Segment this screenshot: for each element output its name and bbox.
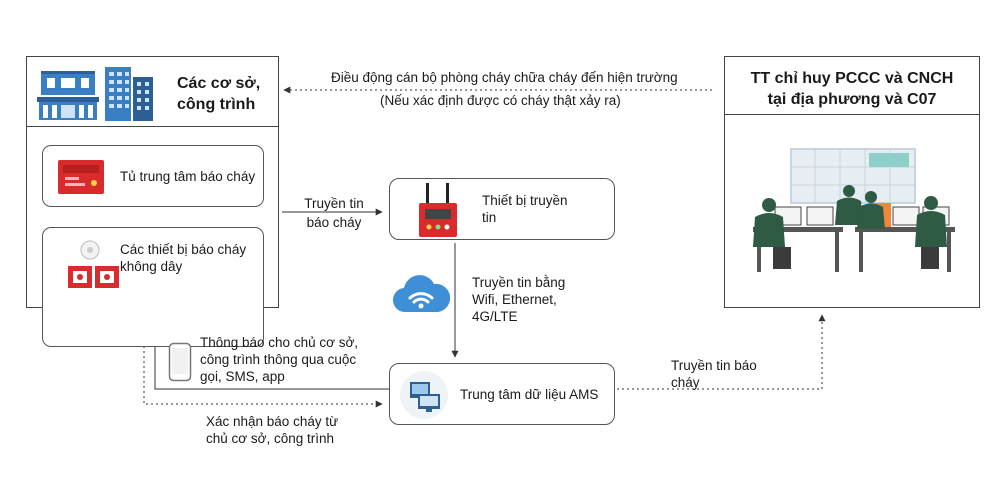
network-line1: Truyền tin bằng xyxy=(472,275,566,290)
command-center-box: TT chỉ huy PCCC và CNCH tại địa phương v… xyxy=(724,56,980,308)
transmitter-box: Thiết bị truyền tin xyxy=(389,178,615,240)
network-line2: Wifi, Ethernet, xyxy=(472,292,557,307)
facilities-title: Các cơ sở, công trình xyxy=(177,73,260,115)
fire-panel-box: Tủ trung tâm báo cháy xyxy=(42,145,264,207)
wireless-label-line2: không dây xyxy=(120,259,183,274)
phone-icon xyxy=(168,342,192,382)
wireless-devices-box: Các thiết bị báo cháy không dây xyxy=(42,227,264,347)
fire-alarm-panel-icon xyxy=(58,160,104,194)
facilities-title-line2: công trình xyxy=(177,96,256,113)
fire-panel-label: Tủ trung tâm báo cháy xyxy=(120,169,256,184)
transmitter-device-icon xyxy=(419,183,457,237)
facilities-box: Các cơ sở, công trình Tủ trung tâm báo c… xyxy=(26,56,279,347)
wireless-devices-label: Các thiết bị báo cháy không dây xyxy=(120,241,246,275)
confirm-line1: Xác nhận báo cháy từ xyxy=(206,414,339,429)
to-command-line1: Truyền tin báo xyxy=(671,358,757,373)
command-header: TT chỉ huy PCCC và CNCH tại địa phương v… xyxy=(725,57,979,115)
confirm-label: Xác nhận báo cháy từ chủ cơ sở, công trì… xyxy=(206,413,338,447)
command-title: TT chỉ huy PCCC và CNCH tại địa phương v… xyxy=(725,68,979,110)
command-title-line2: tại địa phương và C07 xyxy=(767,91,937,108)
to-command-label: Truyền tin báo cháy xyxy=(671,357,757,391)
notify-label: Thông báo cho chủ cơ sở, công trình thôn… xyxy=(200,334,358,385)
command-room-illustration xyxy=(753,148,955,272)
facilities-title-line1: Các cơ sở, xyxy=(177,75,261,92)
notify-line2: công trình thông qua cuộc xyxy=(200,352,357,367)
alarm-transfer-label: Truyền tin báo cháy xyxy=(302,195,366,231)
facilities-header: Các cơ sở, công trình xyxy=(27,57,278,127)
command-title-line1: TT chỉ huy PCCC và CNCH xyxy=(750,70,954,87)
transmitter-label: Thiết bị truyền tin xyxy=(482,192,568,226)
to-command-line2: cháy xyxy=(671,375,700,390)
ams-datacenter-box: Trung tâm dữ liệu AMS xyxy=(389,363,615,425)
cloud-wifi-icon xyxy=(393,275,450,313)
alarm-transfer-line1: Truyền tin xyxy=(304,196,364,211)
network-label: Truyền tin bằng Wifi, Ethernet, 4G/LTE xyxy=(472,274,565,325)
transmitter-label-line1: Thiết bị truyền xyxy=(482,193,568,208)
buildings-icon xyxy=(37,67,153,121)
ams-label: Trung tâm dữ liệu AMS xyxy=(460,387,599,402)
dispatch-label-2: (Nếu xác định được có cháy thật xảy ra) xyxy=(380,93,621,108)
transmitter-label-line2: tin xyxy=(482,210,497,225)
wireless-label-line1: Các thiết bị báo cháy xyxy=(120,242,247,257)
data-center-icon xyxy=(400,371,448,419)
dispatch-label-1: Điều động cán bộ phòng cháy chữa cháy đế… xyxy=(331,70,678,85)
wireless-detectors-icon xyxy=(68,240,119,288)
notify-line1: Thông báo cho chủ cơ sở, xyxy=(200,335,359,350)
network-line3: 4G/LTE xyxy=(472,309,518,324)
confirm-line2: chủ cơ sở, công trình xyxy=(206,431,335,446)
alarm-transfer-line2: báo cháy xyxy=(306,215,362,230)
notify-line3: gọi, SMS, app xyxy=(200,369,285,384)
